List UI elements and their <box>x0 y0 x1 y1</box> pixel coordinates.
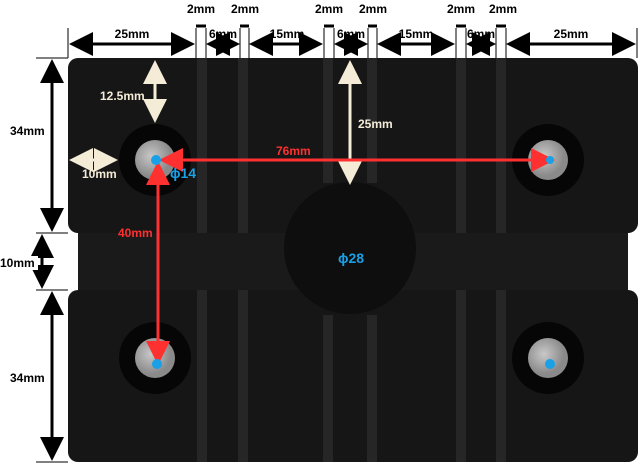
dim-middle-gap: 10mm <box>0 256 35 270</box>
hole-spacing-arrows <box>146 148 555 365</box>
dim-dome-depth: 25mm <box>358 117 393 131</box>
dim-horizontal-spacing: 76mm <box>276 144 311 158</box>
dim-span-b: 15mm <box>399 27 434 41</box>
dim-hole-diameter: ϕ14 <box>170 165 196 181</box>
dim-vertical-spacing: 40mm <box>118 226 153 240</box>
side-dimension-lines <box>30 57 68 463</box>
dim-groove: 2mm <box>315 2 343 16</box>
dim-groove: 2mm <box>359 2 387 16</box>
dim-dome-diameter: ϕ28 <box>338 250 364 266</box>
dim-span-a: 15mm <box>270 27 305 41</box>
dim-groove: 2mm <box>447 2 475 16</box>
dim-top-height: 34mm <box>10 124 45 138</box>
dome-cutout <box>284 182 416 314</box>
dim-groove: 2mm <box>187 2 215 16</box>
dim-gap-c: 6mm <box>467 27 495 41</box>
top-dimension-lines <box>67 24 638 58</box>
dim-hole-from-top: 12.5mm <box>100 89 145 103</box>
dim-bottom-height: 34mm <box>10 371 45 385</box>
dim-left-margin: 25mm <box>115 27 150 41</box>
dim-right-margin: 25mm <box>554 27 589 41</box>
dim-gap-b: 6mm <box>337 27 365 41</box>
dim-groove: 2mm <box>231 2 259 16</box>
dim-gap-a: 6mm <box>209 27 237 41</box>
dim-hole-from-side: 10mm <box>82 167 117 181</box>
dim-groove: 2mm <box>489 2 517 16</box>
